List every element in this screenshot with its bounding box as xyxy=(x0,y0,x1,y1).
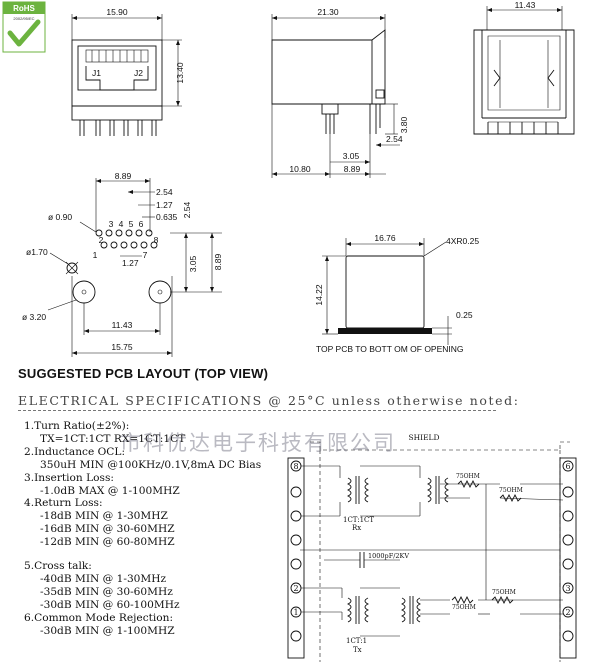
fp-dim-127b: 1.27 xyxy=(122,258,139,268)
resistor-2: 75OHM xyxy=(499,487,523,503)
checkmark-icon xyxy=(7,19,41,47)
spec-cmr: 6.Common Mode Rejection: xyxy=(24,611,174,624)
rx-transformer xyxy=(346,476,450,504)
opening-width-dim: 16.76 xyxy=(374,233,396,243)
fp-dim-305: 3.05 xyxy=(188,255,198,272)
pin-label-7: 7 xyxy=(143,250,148,260)
company-watermark: 市科优达电子科技有限公司 xyxy=(120,431,396,455)
fp-dim-254v: 2.54 xyxy=(182,201,192,218)
front-width-dim: 15.90 xyxy=(106,7,128,17)
jack-label-j1: J1 xyxy=(92,68,101,78)
fp-dim-889-right: 8.89 xyxy=(213,253,223,270)
pcb-layout-title: SUGGESTED PCB LAYOUT (TOP VIEW) xyxy=(18,366,269,381)
spec-return-loss-3: -12dB MIN @ 60-80MHZ xyxy=(40,536,175,549)
left-pin-1: 1 xyxy=(293,608,298,617)
footprint-view: 8.89 2.54 1.27 0.635 2.54 ø 0.90 2 3 4 5… xyxy=(22,171,223,357)
resistor-1-label: 75OHM xyxy=(456,473,480,480)
opening-caption: TOP PCB TO BOTT OM OF OPENING xyxy=(316,344,464,354)
rx-ratio: 1CT:1CT xyxy=(343,516,374,524)
front-view: 15.90 J1 J2 13.40 xyxy=(71,7,185,136)
spec-turn-ratio: 1.Turn Ratio(±2%): xyxy=(24,420,130,432)
spec-gap xyxy=(24,549,286,560)
spec-return-loss-1: -18dB MIN @ 1-30MHZ xyxy=(40,510,168,523)
rohs-title: RoHS xyxy=(13,4,35,13)
fp-dim-889-top: 8.89 xyxy=(115,171,132,181)
footprint-pins xyxy=(95,229,158,249)
spec-inductance: 2.Inductance OCL: xyxy=(24,445,126,458)
right-connector: 6 3 2 xyxy=(559,457,577,659)
resistor-3-label: 75OHM xyxy=(452,604,476,611)
side-dim-254: 2.54 xyxy=(386,134,403,144)
opening-corner-dim: 4XR0.25 xyxy=(446,236,479,246)
left-pin-8: 8 xyxy=(293,462,298,471)
resistor-4: 75OHM xyxy=(491,589,516,605)
pin-label-4: 4 xyxy=(119,219,124,229)
spec-cross-talk-3: -30dB MIN @ 60-100MHz xyxy=(40,598,180,611)
right-view: 11.43 xyxy=(473,0,575,135)
electrical-specs: 1.Turn Ratio(±2%): TX=1CT:1CT RX=1CT:1CT… xyxy=(24,420,286,638)
pin-label-3: 3 xyxy=(109,219,114,229)
spec-insertion-loss-value: -1.0dB MAX @ 1-100MHZ xyxy=(40,484,180,497)
rohs-subtitle: 2002/95/EC xyxy=(13,16,34,21)
right-pin-2: 2 xyxy=(565,608,570,617)
resistor-4-label: 75OHM xyxy=(492,589,516,596)
left-pin-2: 2 xyxy=(293,584,298,593)
side-dim-1080: 10.80 xyxy=(289,164,311,174)
spec-return-loss: 4.Return Loss: xyxy=(24,497,103,510)
tx-label: Tx xyxy=(353,646,362,654)
fp-dim-1143: 11.43 xyxy=(112,320,133,330)
rohs-logo: RoHS 2002/95/EC xyxy=(2,1,46,53)
tx-wiring xyxy=(301,587,563,637)
fp-dim-0635: 0.635 xyxy=(156,212,178,222)
fp-dim-254: 2.54 xyxy=(156,187,173,197)
pin-label-6: 6 xyxy=(139,219,144,229)
tx-transformer xyxy=(346,596,422,624)
opening-height-dim: 14.22 xyxy=(314,284,324,306)
electrical-title: ELECTRICAL SPECIFICATIONS @ 25°C unless … xyxy=(18,393,520,408)
side-view: 21.30 3.80 2.54 3.05 10.80 8.89 xyxy=(271,7,409,178)
spec-cross-talk-2: -35dB MIN @ 30-60MHz xyxy=(40,585,173,598)
rx-wiring xyxy=(300,465,564,600)
spec-return-loss-2: -16dB MIN @ 30-60MHZ xyxy=(40,523,175,536)
side-dim-889: 8.89 xyxy=(344,164,361,174)
fp-dim-320: ø 3.20 xyxy=(22,312,46,322)
spec-cmr-value: -30dB MIN @ 1-100MHZ xyxy=(40,624,175,637)
spec-insertion-loss: 3.Insertion Loss: xyxy=(24,471,114,484)
resistor-3: 75OHM xyxy=(451,595,476,611)
tx-ratio: 1CT:1 xyxy=(346,637,367,645)
pin-label-2: 2 xyxy=(99,235,104,245)
title-divider xyxy=(18,410,496,411)
fp-dim-170: ø1.70 xyxy=(26,247,48,257)
fp-dim-127: 1.27 xyxy=(156,200,173,210)
right-pin-6: 6 xyxy=(565,462,570,471)
spec-cross-talk-1: -40dB MIN @ 1-30MHz xyxy=(40,572,167,585)
panel-opening-view: 16.76 4XR0.25 14.22 0.25 TOP PCB TO BOTT… xyxy=(314,233,479,354)
spec-cross-talk: 5.Cross talk: xyxy=(24,560,92,573)
capacitor-label: 1000pF/2KV xyxy=(368,552,409,560)
pin-label-1: 1 xyxy=(93,250,98,260)
pin-label-5: 5 xyxy=(129,219,134,229)
right-pin-3: 3 xyxy=(565,584,570,593)
fp-dim-090: ø 0.90 xyxy=(48,212,72,222)
side-dim-380: 3.80 xyxy=(399,116,409,133)
magnetics-schematic: SHIELD 8 2 1 6 3 2 xyxy=(287,433,577,662)
capacitor: 1000pF/2KV xyxy=(324,552,409,568)
resistor-2-label: 75OHM xyxy=(499,487,523,494)
left-connector: 8 2 1 xyxy=(287,457,305,659)
resistor-1: 75OHM xyxy=(456,473,480,489)
jack-label-j2: J2 xyxy=(134,68,143,78)
opening-edge-dim: 0.25 xyxy=(456,310,473,320)
pin-label-8: 8 xyxy=(154,235,159,245)
spec-turn-ratio-value: TX=1CT:1CT RX=1CT:1CT xyxy=(40,432,186,445)
fp-dim-1575: 15.75 xyxy=(111,342,133,352)
shield-label: SHIELD xyxy=(408,433,439,442)
side-dim-305: 3.05 xyxy=(343,151,360,161)
front-height-dim: 13.40 xyxy=(175,62,185,84)
spec-inductance-value: 350uH MIN @100KHz/0.1V,8mA DC Bias xyxy=(40,458,262,471)
side-width-dim: 21.30 xyxy=(317,7,339,17)
right-width-dim: 11.43 xyxy=(515,0,536,10)
rx-label: Rx xyxy=(352,524,361,532)
